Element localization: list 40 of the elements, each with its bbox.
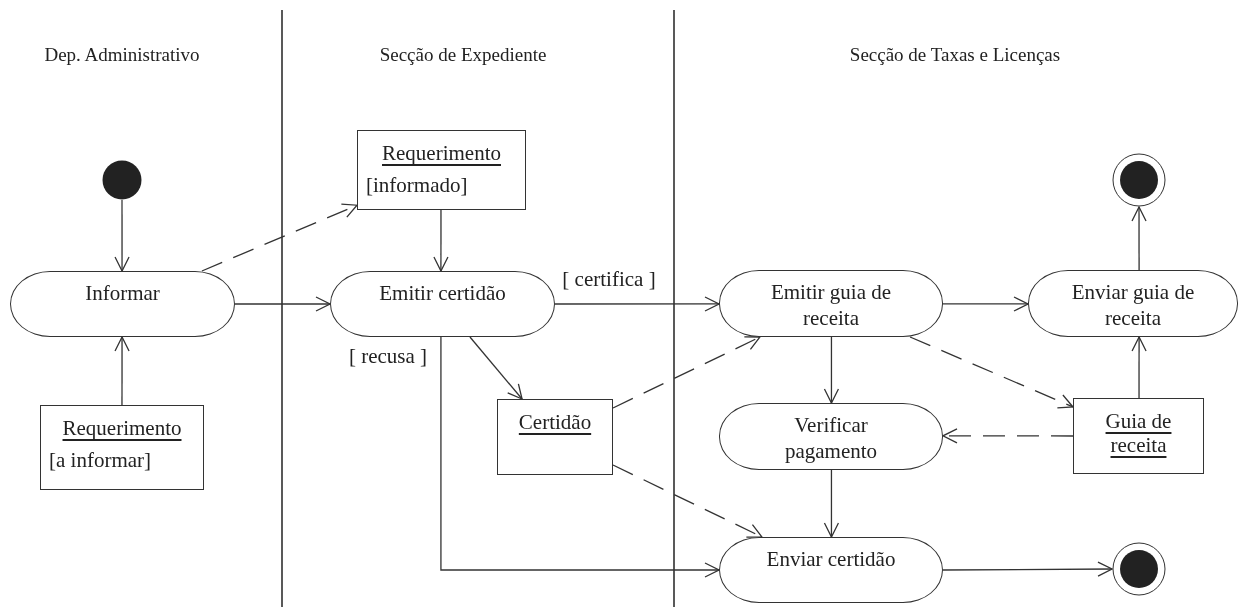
final-node: [1112, 153, 1166, 207]
arrow: [942, 296, 1029, 312]
action-label: Enviar certidão: [766, 546, 896, 572]
action-label: Verificar pagamento: [783, 412, 879, 464]
arrow: [201, 203, 358, 272]
arrow: [234, 296, 331, 312]
arrow: [433, 209, 449, 272]
object-box: [497, 399, 613, 475]
object-state: [informado]: [366, 173, 468, 197]
arrow: [1131, 206, 1147, 271]
initial-node: [102, 160, 142, 200]
action-label: Emitir guia de receita: [769, 279, 893, 331]
action-label: Enviar guia de receita: [1070, 279, 1196, 331]
arrow: [1131, 336, 1147, 399]
action-label: Emitir certidão: [379, 280, 506, 306]
final-node: [1112, 542, 1166, 596]
arrow: [942, 428, 1074, 444]
object-name: Certidão: [518, 410, 592, 434]
object-box: [40, 405, 204, 490]
arrow: [612, 336, 761, 409]
lane-header: Dep. Administrativo: [44, 44, 200, 66]
object-box: [1073, 398, 1204, 474]
object-name: Requerimento: [382, 141, 501, 165]
object-box: [357, 130, 526, 210]
object-name: Guia de receita: [1104, 409, 1173, 457]
lane-header: Secção de Expediente: [379, 44, 547, 66]
arrow: [469, 336, 523, 400]
lane-header: Secção de Taxas e Licenças: [849, 44, 1061, 66]
arrow: [942, 561, 1113, 577]
arrow: [823, 469, 840, 538]
arrow: [612, 464, 763, 538]
arrow: [554, 296, 720, 312]
arrow: [440, 336, 720, 578]
object-name: Requerimento: [62, 416, 182, 440]
arrow: [909, 336, 1074, 409]
arrow: [823, 336, 840, 404]
object-state: [a informar]: [49, 448, 152, 472]
arrow: [114, 336, 130, 406]
action-label: Informar: [85, 280, 160, 306]
arrow: [114, 199, 130, 272]
